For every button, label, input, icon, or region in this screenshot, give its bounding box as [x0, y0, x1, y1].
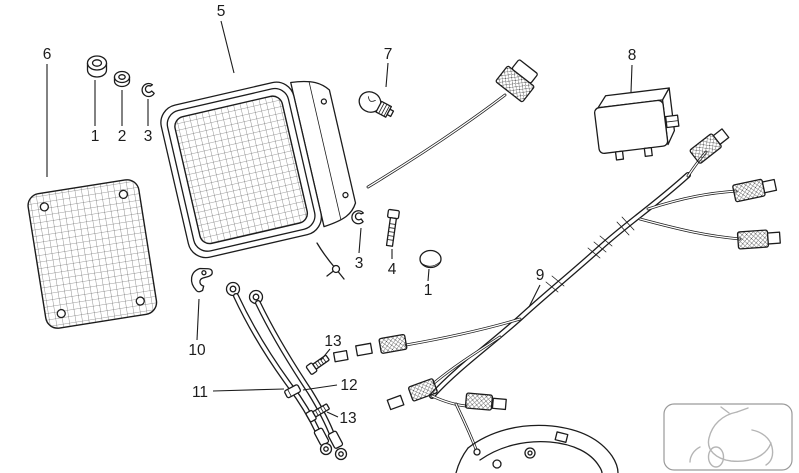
- ring-terminal: [334, 447, 348, 461]
- bulb: [358, 91, 395, 118]
- ring-terminal: [319, 442, 333, 456]
- clip-3a: [141, 82, 155, 98]
- fender-sketch: [455, 424, 619, 473]
- part-label-8: 8: [628, 47, 637, 64]
- part-label-1b: 1: [424, 282, 433, 299]
- harness-connector: [732, 178, 778, 203]
- part-label-3b: 3: [355, 255, 364, 272]
- clamp: [190, 267, 213, 293]
- harness-connector: [736, 229, 781, 250]
- bolt-4: [385, 208, 400, 247]
- relay: [593, 87, 680, 161]
- relay-pin: [643, 146, 653, 158]
- headlight-rim-inner: [166, 87, 316, 252]
- relay-pin: [614, 150, 625, 161]
- part-labels: 5 6 7 8 1 2 3 3 4 1 9 10 13 12 11 13: [43, 3, 637, 427]
- housing-screw: [320, 98, 328, 105]
- clip-3b: [351, 210, 364, 225]
- logo-box-frame: [663, 403, 793, 471]
- grille-plate: [27, 179, 158, 329]
- part-label-9: 9: [536, 267, 545, 284]
- headlight-assembly: [160, 80, 357, 280]
- housing-screw: [342, 191, 349, 199]
- protective-grille: [27, 179, 158, 329]
- washer-2a: [113, 70, 131, 88]
- grille-hole: [135, 296, 145, 306]
- part-label-1a: 1: [91, 128, 100, 145]
- part-label-11: 11: [192, 384, 208, 401]
- part-label-10: 10: [188, 342, 206, 359]
- part-label-2a: 2: [118, 128, 127, 145]
- bracket-pivot: [331, 264, 341, 274]
- motorcycle-sketch-icon: [689, 406, 774, 468]
- headlight-lens: [174, 95, 309, 245]
- spacer-12: [284, 384, 302, 399]
- wire-end: [473, 448, 481, 456]
- headlight-bracket: [316, 242, 345, 280]
- part-label-3a: 3: [144, 128, 153, 145]
- part-label-5: 5: [217, 3, 226, 20]
- grille-hole: [118, 189, 129, 200]
- housing-contour: [308, 80, 342, 221]
- part-label-12: 12: [340, 377, 357, 394]
- harness-connector: [464, 392, 507, 411]
- relay-body: [593, 99, 669, 155]
- ring-terminal: [225, 281, 241, 297]
- part-label-6: 6: [43, 46, 52, 63]
- harness-tape-marks: [545, 216, 635, 293]
- cable-end: [327, 430, 344, 449]
- fender-bolt: [524, 447, 536, 459]
- part-label-13a: 13: [324, 333, 341, 350]
- screw-13b: [305, 403, 330, 423]
- harness-connector: [386, 378, 438, 411]
- grille-hole: [39, 202, 50, 212]
- screw-13a: [305, 354, 330, 375]
- brand-watermark-box: [663, 403, 793, 471]
- fender-bolt: [492, 459, 502, 469]
- grommet-1a: [86, 55, 108, 78]
- leader-lines: [46, 20, 633, 418]
- headlight-connector: [495, 59, 538, 103]
- part-label-13b: 13: [339, 410, 356, 427]
- part-label-7: 7: [384, 46, 393, 63]
- harness-connector: [689, 128, 730, 164]
- fender-clip: [554, 431, 569, 443]
- cap-1b: [419, 249, 442, 269]
- harness-connector: [332, 333, 408, 363]
- grille-hole: [56, 308, 66, 319]
- wiring-harness: [332, 128, 781, 454]
- part-label-4: 4: [388, 261, 397, 278]
- cable-set: [225, 281, 348, 461]
